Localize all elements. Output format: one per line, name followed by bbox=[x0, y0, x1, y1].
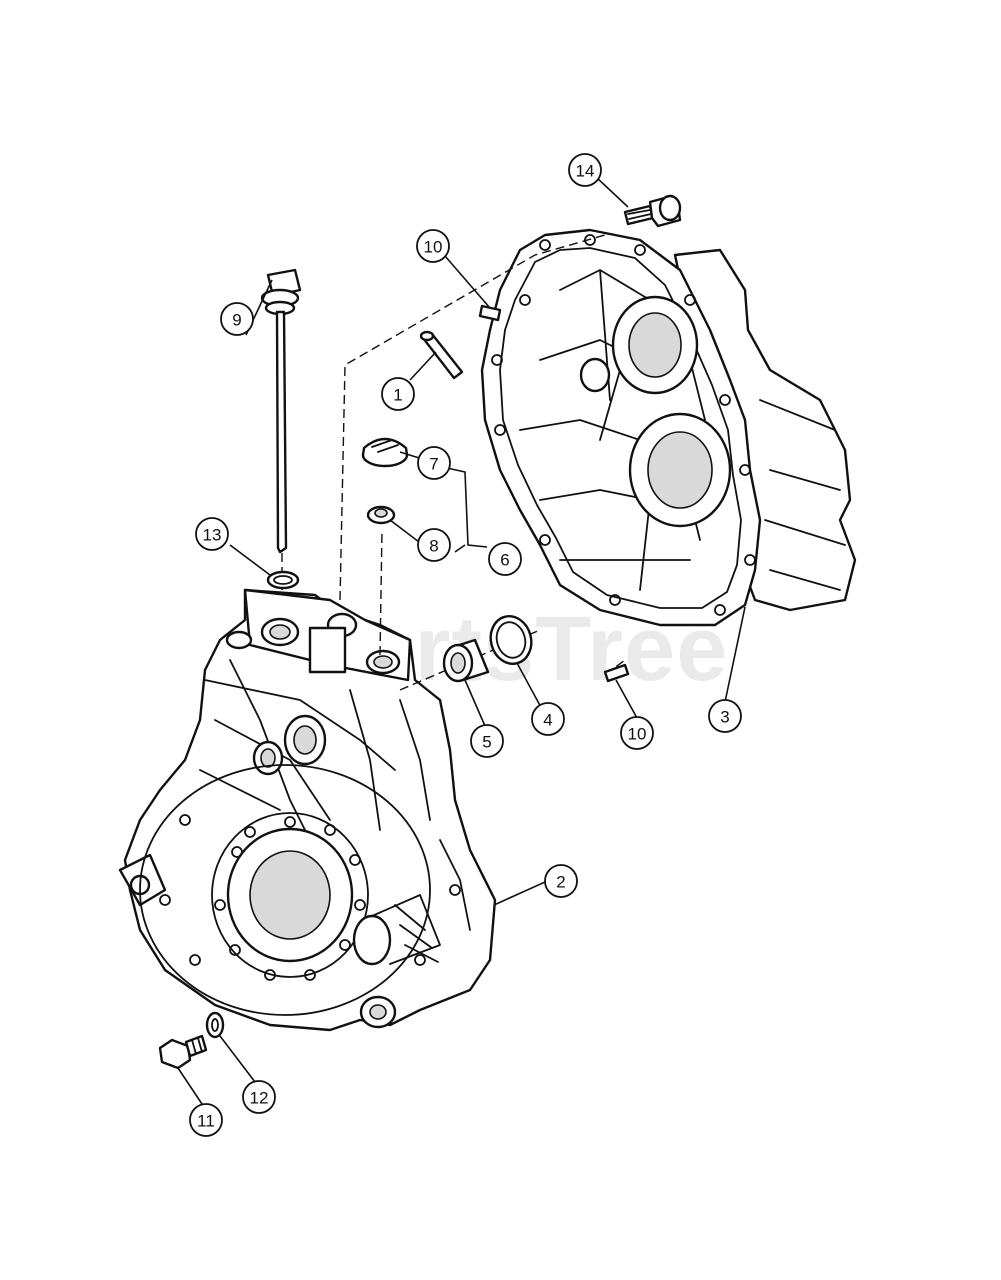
alignment-line-housing bbox=[339, 234, 606, 601]
svg-text:7: 7 bbox=[429, 455, 438, 474]
callout-1: 1 bbox=[381, 377, 415, 411]
oil-seal-5 bbox=[442, 638, 490, 683]
svg-text:2: 2 bbox=[556, 873, 565, 892]
dowel-pin-lower bbox=[603, 663, 630, 683]
svg-text:8: 8 bbox=[429, 537, 438, 556]
callout-3: 3 bbox=[708, 699, 742, 733]
svg-text:11: 11 bbox=[197, 1112, 215, 1131]
svg-text:6: 6 bbox=[500, 551, 509, 570]
bolt-14 bbox=[623, 194, 682, 228]
rear-housing-half bbox=[480, 228, 857, 627]
svg-text:10: 10 bbox=[628, 725, 647, 744]
drain-plug bbox=[158, 1034, 208, 1070]
callout-11: 11 bbox=[189, 1103, 223, 1137]
callout-5: 5 bbox=[470, 724, 504, 758]
svg-text:13: 13 bbox=[203, 526, 222, 545]
washer-12 bbox=[205, 1011, 225, 1039]
svg-text:5: 5 bbox=[482, 733, 491, 752]
svg-text:1: 1 bbox=[393, 386, 402, 405]
o-ring-13 bbox=[266, 570, 300, 590]
callout-13: 13 bbox=[195, 517, 229, 551]
dipstick bbox=[260, 268, 302, 554]
callout-14: 14 bbox=[568, 153, 602, 187]
svg-text:3: 3 bbox=[720, 708, 729, 727]
svg-text:14: 14 bbox=[576, 162, 595, 181]
pin-1 bbox=[419, 330, 464, 380]
svg-text:10: 10 bbox=[424, 238, 443, 257]
callout-7: 7 bbox=[417, 446, 451, 480]
callout-10-upper: 10 bbox=[416, 229, 450, 263]
svg-text:9: 9 bbox=[232, 311, 241, 330]
breather-cap bbox=[361, 437, 409, 468]
dowel-pin-upper bbox=[478, 304, 502, 322]
svg-text:12: 12 bbox=[250, 1089, 269, 1108]
leader-lines bbox=[177, 176, 746, 1105]
callout-9: 9 bbox=[220, 302, 254, 336]
svg-text:4: 4 bbox=[543, 711, 552, 730]
callout-6: 6 bbox=[488, 542, 522, 576]
callout-2: 2 bbox=[544, 864, 578, 898]
front-housing-half bbox=[118, 588, 497, 1032]
callout-10-lower: 10 bbox=[620, 716, 654, 750]
callout-4: 4 bbox=[531, 702, 565, 736]
breather-plug bbox=[366, 505, 396, 525]
callout-8: 8 bbox=[417, 528, 451, 562]
callout-12: 12 bbox=[242, 1080, 276, 1114]
